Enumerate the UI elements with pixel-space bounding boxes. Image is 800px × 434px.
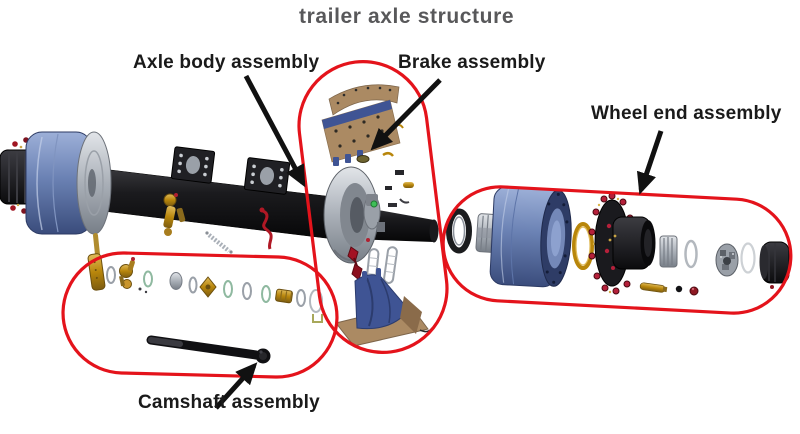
highlight-camshaft-assembly bbox=[61, 251, 339, 379]
highlight-wheel-end-assembly bbox=[441, 185, 793, 315]
retaining-ring bbox=[684, 239, 698, 269]
slack-adjuster-small bbox=[119, 257, 135, 289]
outer-bearing bbox=[659, 235, 678, 268]
wheel-end-assembly bbox=[446, 186, 790, 296]
hub-cap bbox=[759, 241, 790, 289]
cam-washer-brass bbox=[199, 276, 217, 298]
highlight-brake-assembly bbox=[297, 60, 449, 354]
slack-adjuster bbox=[163, 193, 186, 236]
spring-hook-red bbox=[259, 207, 273, 250]
axle-body-assembly bbox=[0, 131, 439, 264]
beam-bracket-left bbox=[170, 146, 216, 184]
cam-spline-rod bbox=[93, 232, 100, 257]
brake-arrow bbox=[370, 78, 442, 151]
label-brake-assembly: Brake assembly bbox=[398, 52, 546, 73]
return-spring bbox=[205, 231, 233, 254]
hub-seal bbox=[446, 208, 472, 254]
brake-hardware-parts bbox=[356, 123, 414, 207]
brake-lining-top bbox=[328, 84, 400, 116]
diagram-title: trailer axle structure bbox=[299, 5, 515, 28]
camshaft-arrow bbox=[214, 362, 258, 410]
wheel-end-arrow bbox=[636, 130, 664, 195]
spacer-dot bbox=[675, 285, 683, 293]
brake-assembly bbox=[321, 84, 433, 347]
brake-drum bbox=[489, 186, 572, 288]
label-axle-body-assembly: Axle body assembly bbox=[133, 52, 320, 73]
lock-washer bbox=[715, 243, 739, 277]
cam-knuckle bbox=[363, 194, 385, 242]
cam-bracket-clip bbox=[312, 314, 323, 323]
cam-bushing-brass bbox=[275, 288, 293, 304]
wheel-hub bbox=[588, 192, 656, 295]
brake-shoe-bottom bbox=[335, 268, 433, 347]
hub-oil-ring bbox=[572, 222, 594, 270]
brake-drum-left bbox=[25, 131, 112, 235]
beam-bracket-right bbox=[243, 157, 291, 195]
axle-dowel-pin bbox=[639, 282, 668, 293]
brake-spider bbox=[323, 166, 379, 264]
red-nut bbox=[689, 286, 699, 296]
camshaft bbox=[146, 335, 271, 364]
o-ring bbox=[740, 242, 756, 274]
label-wheel-end-assembly: Wheel end assembly bbox=[591, 103, 782, 124]
axle-spindle-end bbox=[429, 219, 439, 243]
green-fitting bbox=[370, 200, 378, 208]
axle-body-arrow bbox=[243, 74, 306, 188]
label-camshaft-assembly: Camshaft assembly bbox=[138, 392, 320, 413]
